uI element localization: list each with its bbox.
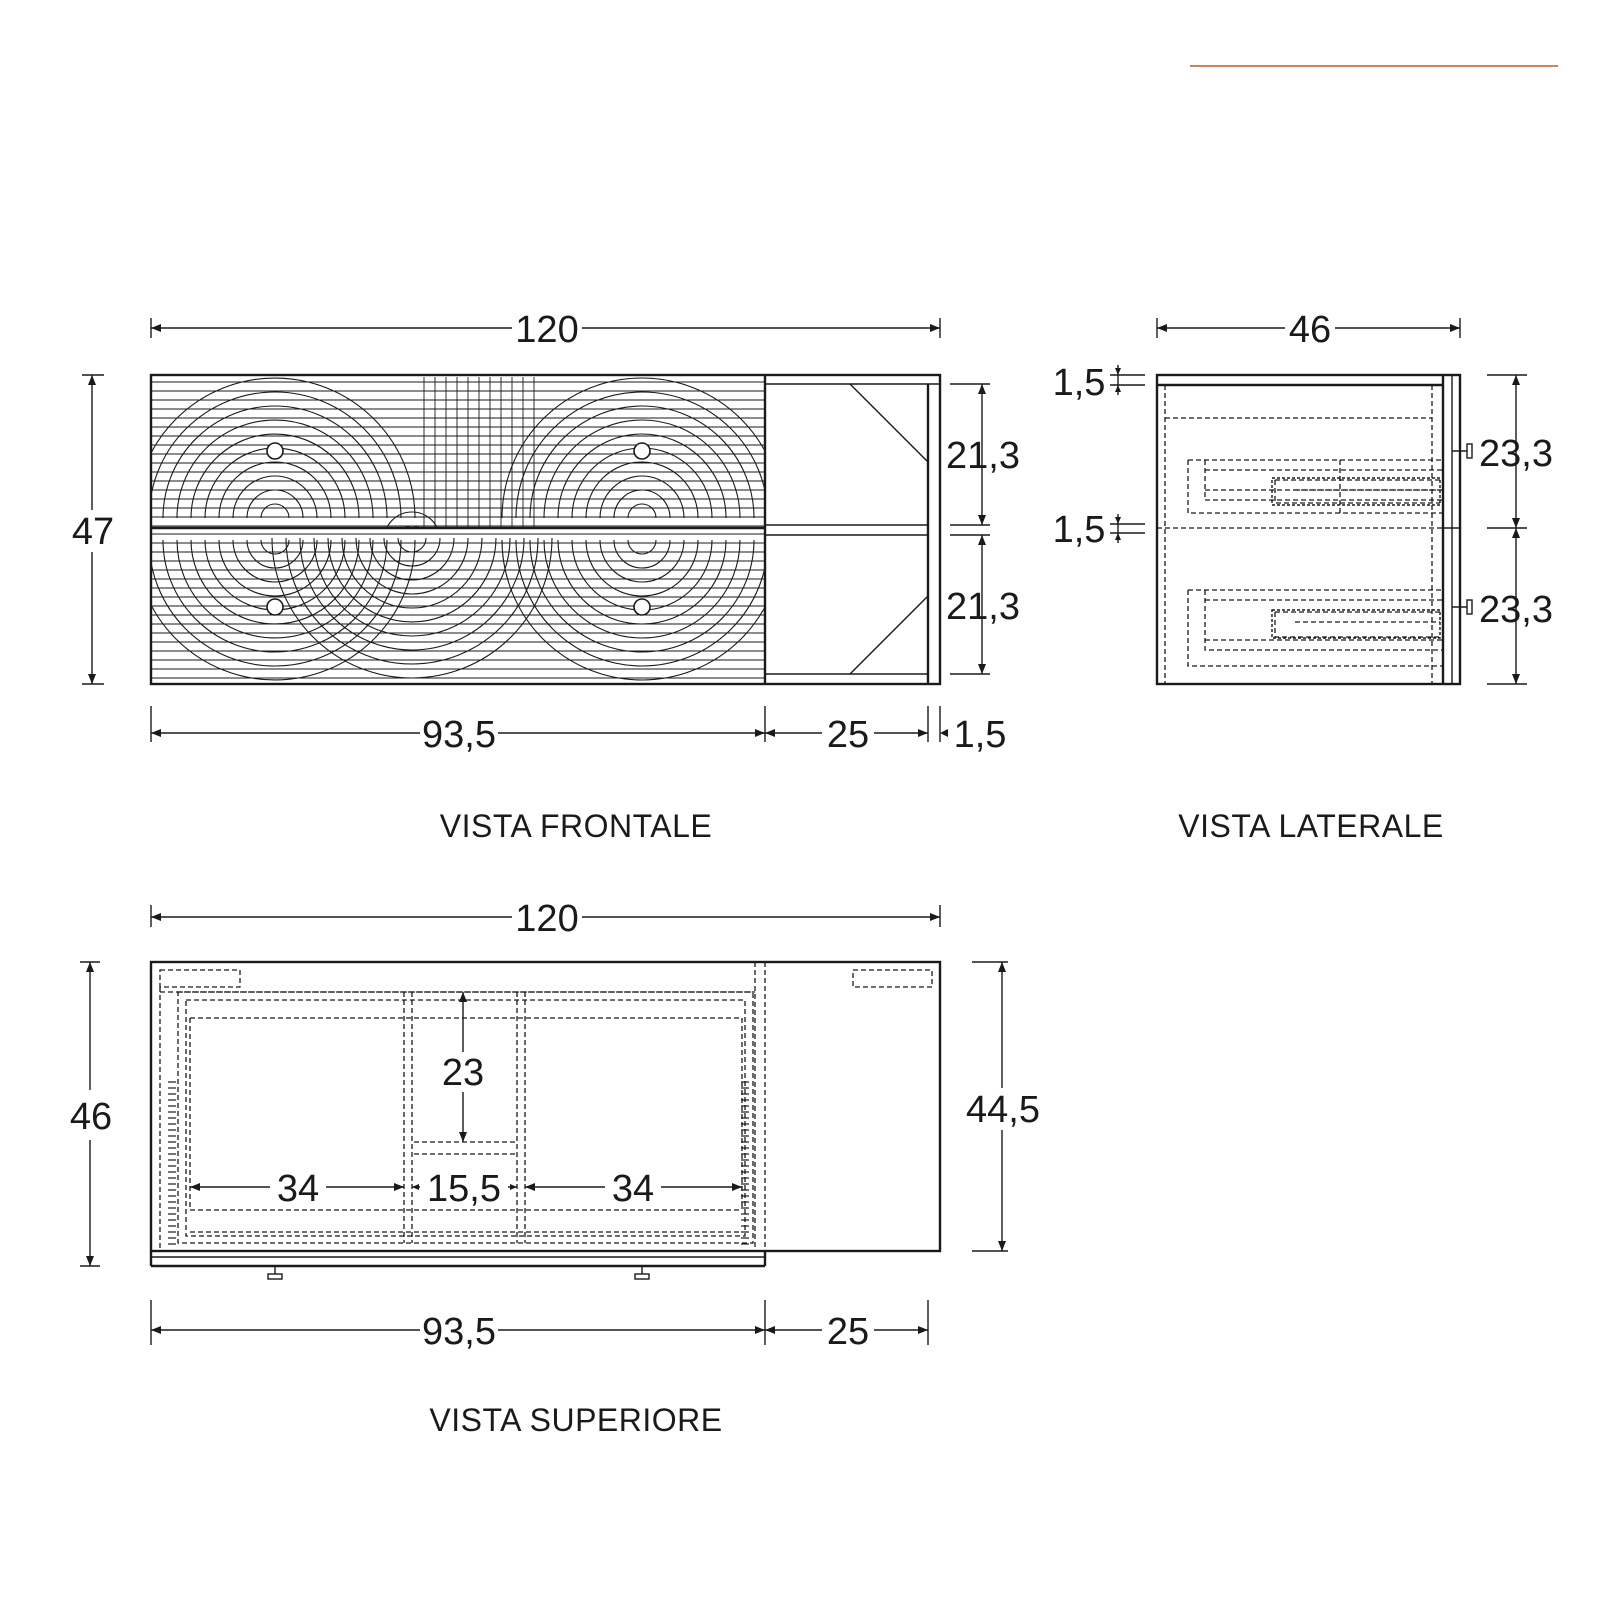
- side-dim-panels: 1,5 1,5: [1053, 362, 1145, 551]
- front-top-drawer-label: 21,3: [946, 435, 1020, 477]
- top-knob-icon: [634, 1266, 650, 1280]
- top-cabinet-outline: [149, 960, 942, 1253]
- side-top-drawer-label: 23,3: [1479, 433, 1553, 475]
- side-depth-label: 46: [1289, 309, 1331, 351]
- top-inner-depth-label: 44,5: [966, 1089, 1040, 1131]
- front-dim-drawers: 21,3 21,3: [946, 383, 1020, 675]
- side-cabinet-outline: [1155, 373, 1462, 686]
- side-knob-icon: [1452, 599, 1473, 615]
- front-view-caption: VISTA FRONTALE: [440, 808, 713, 844]
- front-side-panel-label: 1,5: [954, 714, 1007, 756]
- top-dim-46: 46: [70, 961, 112, 1267]
- top-inner-structure: [159, 962, 933, 1251]
- front-dim-47: 47: [72, 374, 114, 685]
- side-top-panel-label: 1,5: [1053, 362, 1106, 404]
- front-bottom-drawer-label: 21,3: [946, 586, 1020, 628]
- top-center-label: 15,5: [427, 1168, 501, 1210]
- bottom-drawer-pattern: [152, 533, 764, 681]
- top-view-caption: VISTA SUPERIORE: [429, 1402, 722, 1438]
- knob-icon: [633, 598, 651, 616]
- front-dim-120: 120: [150, 309, 941, 351]
- side-bottom-drawer-label: 23,3: [1479, 589, 1553, 631]
- knob-icon: [266, 598, 284, 616]
- knob-icon: [633, 442, 651, 460]
- top-dim-445: 44,5: [966, 961, 1040, 1252]
- top-slide-rails: [168, 1081, 749, 1245]
- side-view: 46 1,5 1,5 23,3: [1053, 309, 1553, 844]
- front-open-width-label: 25: [827, 714, 869, 756]
- top-view: 120 46 44,5 23: [70, 898, 1040, 1438]
- top-dim-inner-widths: 34 15,5 34: [190, 1168, 742, 1210]
- side-view-caption: VISTA LATERALE: [1178, 808, 1443, 844]
- top-dim-120: 120: [150, 898, 941, 940]
- top-dim-23: 23: [442, 992, 484, 1142]
- front-drawer-width-label: 93,5: [422, 714, 496, 756]
- top-open-width-label: 25: [827, 1311, 869, 1353]
- top-knob-icon: [267, 1266, 283, 1280]
- front-dim-bottom: 93,5 25 1,5: [150, 706, 1007, 756]
- side-knob-icon: [1452, 443, 1473, 459]
- front-cabinet-outline: [149, 373, 942, 686]
- top-width-label: 120: [515, 898, 578, 940]
- top-drawer-pattern: [152, 377, 764, 527]
- side-dim-drawers: 23,3 23,3: [1479, 374, 1553, 685]
- top-drawer-width-label: 93,5: [422, 1311, 496, 1353]
- side-dim-46: 46: [1156, 309, 1461, 351]
- top-depth-label: 46: [70, 1096, 112, 1138]
- top-left-34-label: 34: [277, 1168, 319, 1210]
- top-inner-23-label: 23: [442, 1052, 484, 1094]
- top-right-34-label: 34: [612, 1168, 654, 1210]
- top-dim-bottom: 93,5 25: [150, 1300, 929, 1353]
- knob-icon: [266, 442, 284, 460]
- front-view: 120 47 21,3 21,3: [72, 309, 1020, 844]
- side-mid-panel-label: 1,5: [1053, 509, 1106, 551]
- front-width-label: 120: [515, 309, 578, 351]
- front-height-label: 47: [72, 511, 114, 553]
